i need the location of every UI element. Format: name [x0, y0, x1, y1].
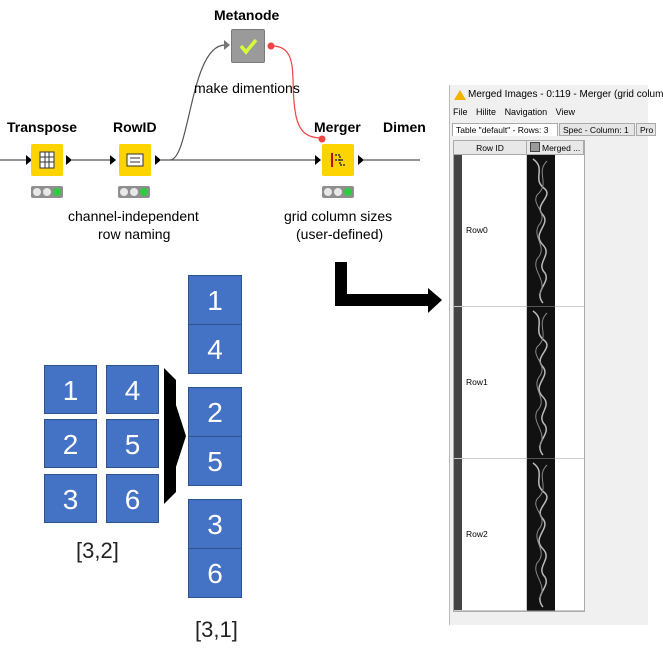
- menu-navigation[interactable]: Navigation: [504, 107, 548, 117]
- input-cell: 4: [106, 365, 159, 414]
- metanode-out-port: [267, 42, 275, 50]
- input-dims-label: [3,2]: [76, 538, 119, 563]
- tab-bar: Table "default" - Rows: 3 Spec - Column:…: [450, 123, 656, 137]
- metanode-description: make dimentions: [194, 80, 300, 96]
- warning-icon: [454, 90, 466, 100]
- table-row[interactable]: Row0: [454, 155, 527, 307]
- row-id: Row0: [466, 225, 488, 235]
- menu-bar: File Hilite Navigation View: [453, 107, 581, 117]
- workflow-connections: [0, 40, 442, 504]
- table-row[interactable]: Row1: [454, 307, 527, 459]
- merger-description-line1: grid column sizes: [284, 208, 393, 224]
- tab-spec[interactable]: Spec - Column: 1: [559, 123, 635, 136]
- merged-image-thumbnail: [532, 462, 548, 608]
- rowid-label: RowID: [113, 119, 157, 135]
- metanode-label: Metanode: [214, 7, 280, 23]
- merger-in-port: [315, 155, 321, 165]
- table-row[interactable]: Row2: [454, 459, 527, 611]
- merger-variable-port: [318, 135, 326, 143]
- dimen-label: Dimen: [383, 119, 426, 135]
- metanode-node[interactable]: [231, 29, 265, 63]
- output-cell: 4: [188, 324, 242, 374]
- transform-arrow-body: [164, 368, 176, 504]
- table-grid-icon: [39, 151, 55, 169]
- row-id: Row1: [466, 377, 488, 387]
- merger-status-light: [322, 186, 354, 198]
- output-dims-label: [3,1]: [195, 617, 238, 642]
- column-header-merged[interactable]: Merged ...: [527, 141, 584, 155]
- transpose-status-light: [31, 186, 63, 198]
- merger-node[interactable]: [322, 144, 354, 176]
- merged-image-thumbnail: [532, 158, 548, 304]
- output-cell: 5: [188, 436, 242, 486]
- merged-image-cell[interactable]: [527, 307, 555, 459]
- rowid-out-port: [155, 155, 161, 165]
- window-title: Merged Images - 0:119 - Merger (grid col…: [468, 89, 663, 100]
- pointer-arrow: [335, 262, 430, 306]
- row-header-bar: [454, 155, 462, 611]
- pointer-arrow-head: [428, 288, 442, 313]
- transpose-label: Transpose: [7, 119, 78, 135]
- rowid-description-line1: channel-independent: [68, 208, 199, 224]
- rowid-status-light: [118, 186, 150, 198]
- merged-image-thumbnail: [532, 310, 548, 456]
- tab-properties[interactable]: Pro: [636, 123, 656, 136]
- input-cell: 3: [44, 474, 97, 523]
- column-header-merged-label: Merged ...: [542, 143, 581, 153]
- output-cell: 6: [188, 548, 242, 598]
- transpose-out-port: [66, 155, 72, 165]
- row-id-icon: [126, 153, 144, 167]
- image-column-icon: [530, 142, 540, 152]
- merger-label: Merger: [314, 119, 361, 135]
- merged-image-cell[interactable]: [527, 459, 555, 611]
- row-id: Row2: [466, 529, 488, 539]
- input-cell: 1: [44, 365, 97, 414]
- input-cell: 2: [44, 419, 97, 468]
- table-view-window: Merged Images - 0:119 - Merger (grid col…: [449, 85, 663, 625]
- blank-cell: [555, 155, 584, 307]
- input-cell: 5: [106, 419, 159, 468]
- transpose-node[interactable]: [31, 144, 63, 176]
- menu-view[interactable]: View: [555, 107, 575, 117]
- data-table: Row ID Merged ... Row0 Row1 Row2: [453, 140, 585, 612]
- variable-metanode-merger: [271, 45, 323, 139]
- rowid-in-port: [110, 155, 116, 165]
- flow-rowid-metanode: [169, 44, 226, 161]
- input-cell: 6: [106, 474, 159, 523]
- output-cell: 3: [188, 499, 242, 549]
- blank-cell: [555, 307, 584, 459]
- rowid-node[interactable]: [119, 144, 151, 176]
- transpose-in-port: [26, 155, 32, 165]
- tab-table-default[interactable]: Table "default" - Rows: 3: [452, 123, 558, 136]
- output-cell: 1: [188, 275, 242, 325]
- checkmark-icon: [239, 38, 258, 55]
- merged-image-cell[interactable]: [527, 155, 555, 307]
- blank-cell: [555, 459, 584, 611]
- menu-hilite[interactable]: Hilite: [476, 107, 497, 117]
- menu-file[interactable]: File: [453, 107, 468, 117]
- metanode-in-port: [224, 40, 230, 50]
- merger-out-port: [358, 155, 364, 165]
- output-cell: 2: [188, 387, 242, 437]
- column-header-rowid[interactable]: Row ID: [454, 141, 527, 155]
- merger-description-line2: (user-defined): [296, 226, 384, 242]
- merge-icon: [331, 153, 345, 167]
- rowid-description-line2: row naming: [98, 226, 171, 242]
